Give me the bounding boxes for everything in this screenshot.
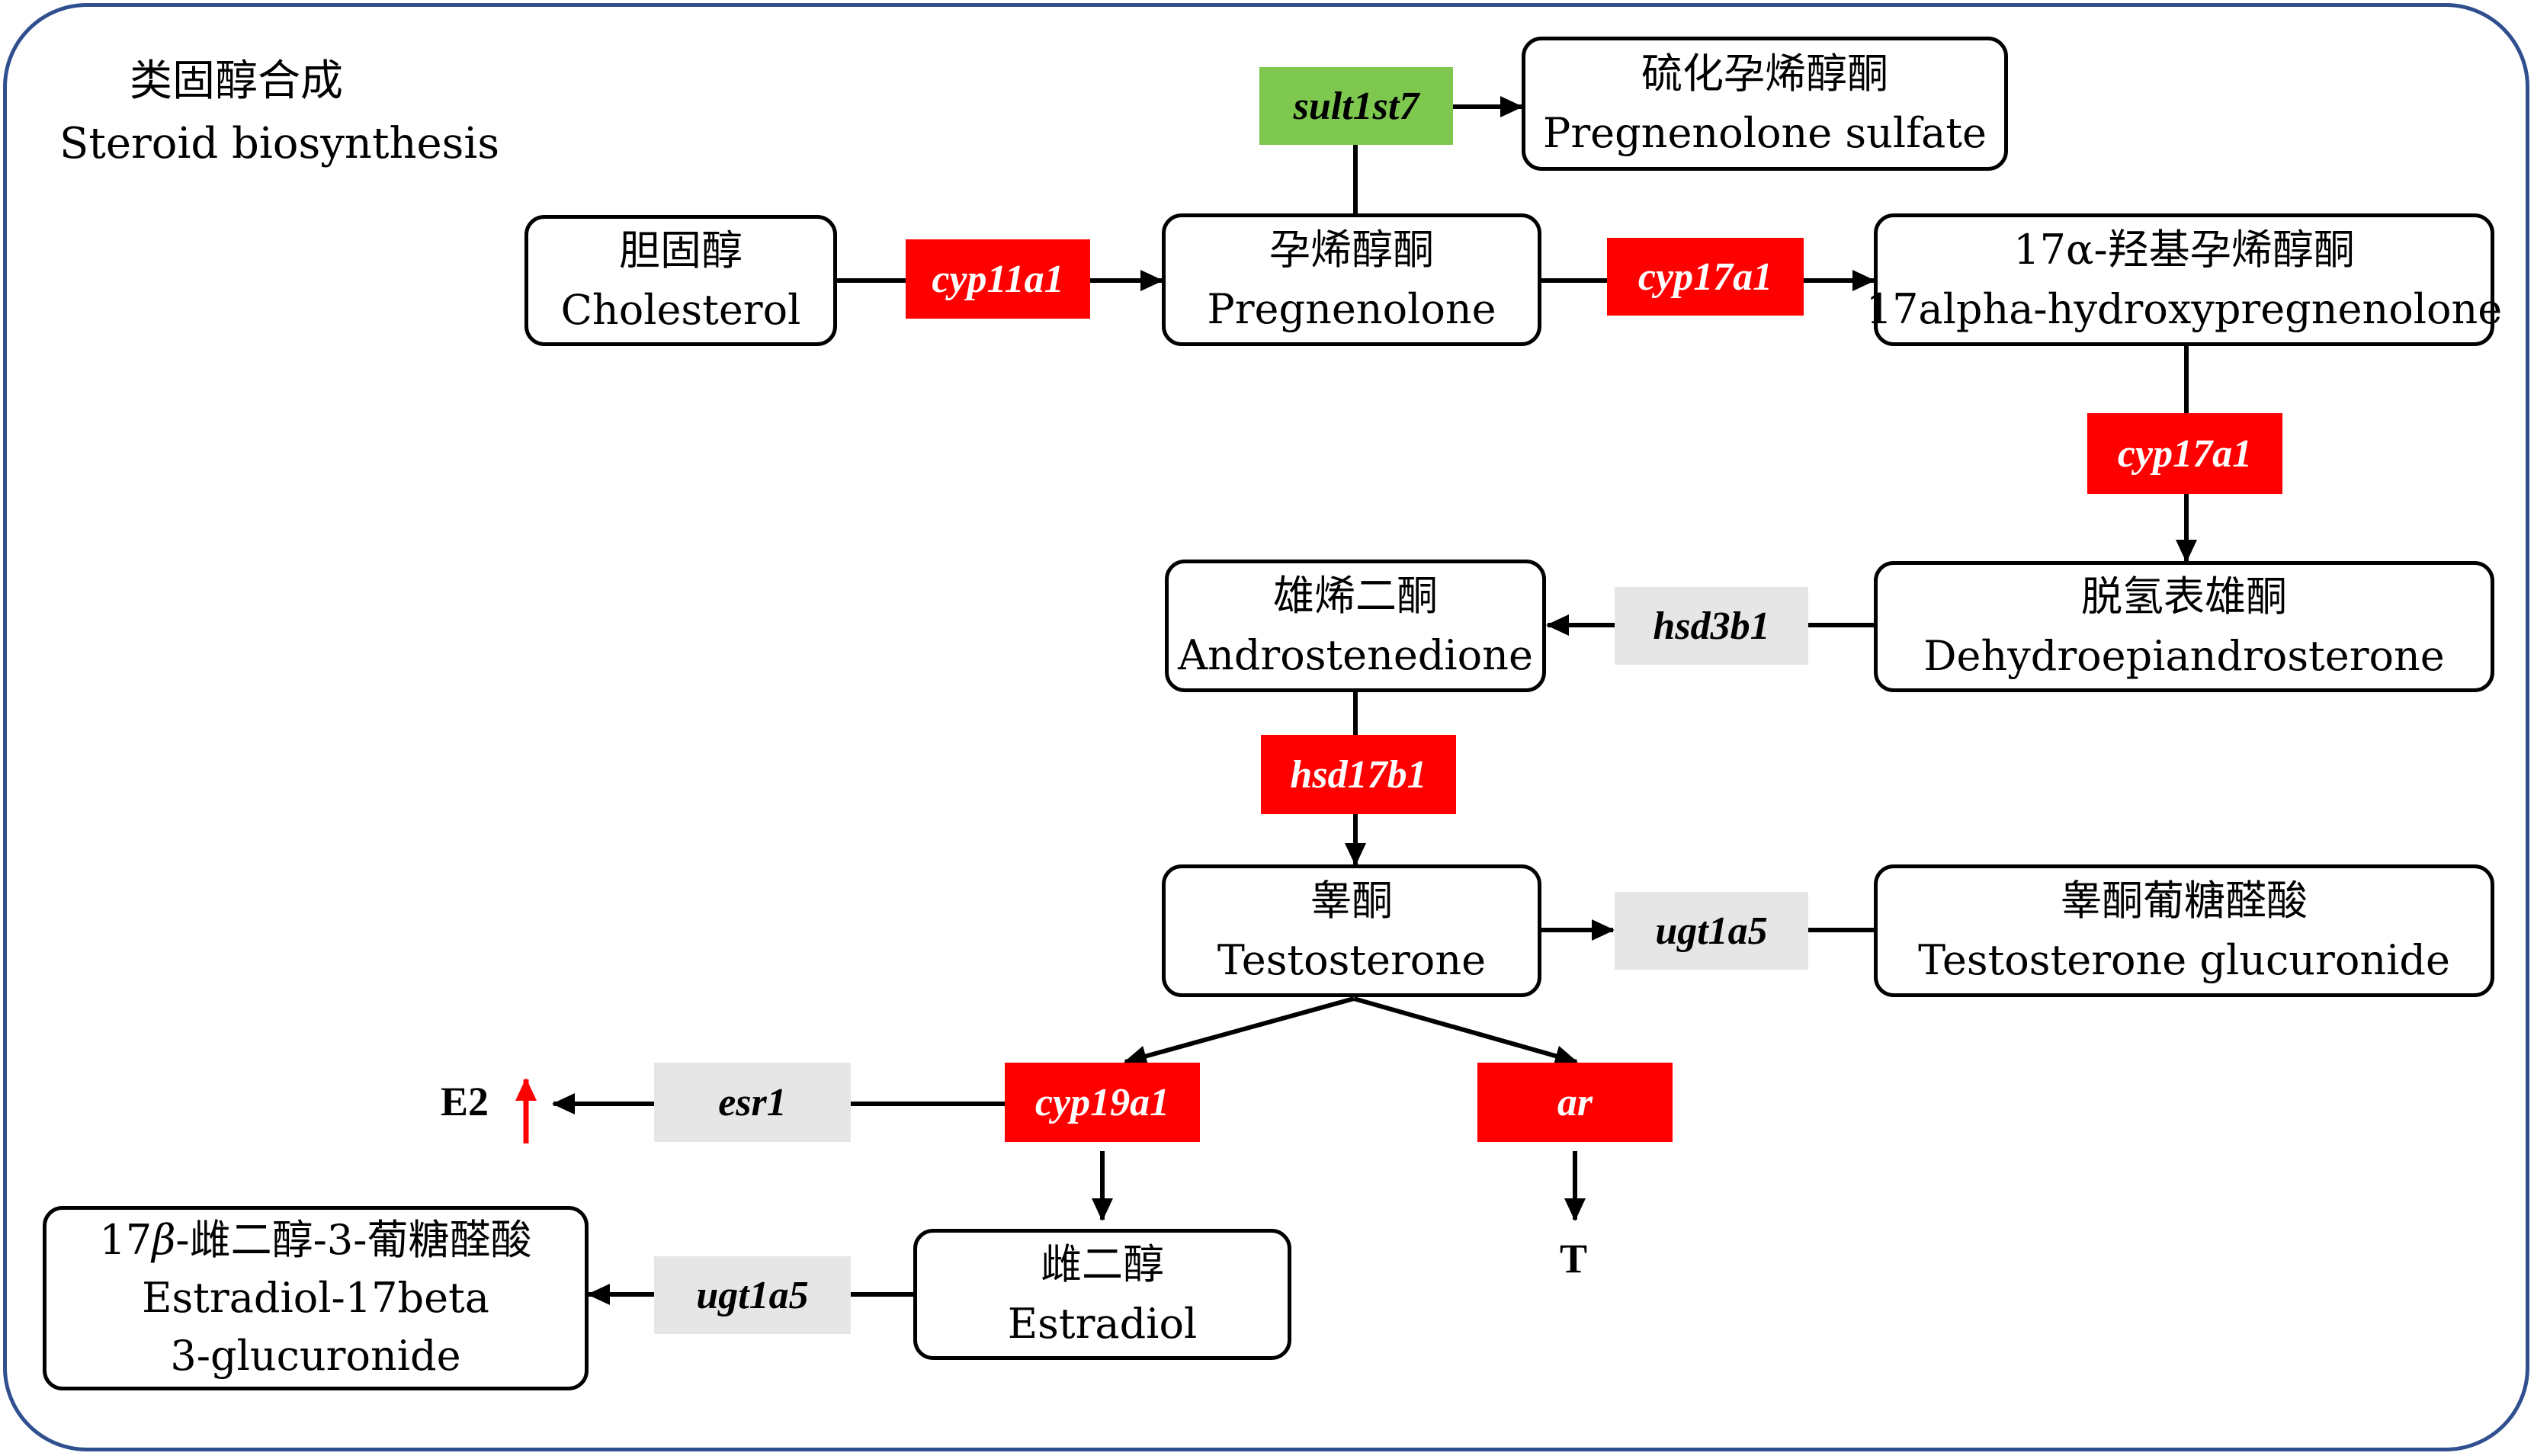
compound-cholesterol: 胆固醇 Cholesterol <box>524 215 837 346</box>
compound-label-en: 17alpha-hydroxypregnenolone <box>1865 285 2503 333</box>
compound-label-zh: 雄烯二酮 <box>1273 572 1438 620</box>
gene-cyp19a1: cyp19a1 <box>1005 1063 1200 1142</box>
compound-17alpha-hydroxypregnenolone: 17α-羟基孕烯醇酮 17alpha-hydroxypregnenolone <box>1866 213 2502 346</box>
compound-label-zh: 17β-雌二醇-3-葡糖醛酸 <box>99 1211 531 1269</box>
compound-estradiol: 雌二醇 Estradiol <box>913 1229 1291 1360</box>
compound-label-en: Androstenedione <box>1178 631 1533 679</box>
gene-ugt1a5: ugt1a5 <box>654 1256 851 1334</box>
compound-label-zh: 睾酮 <box>1310 877 1393 925</box>
compound-label-en: Dehydroepiandrosterone <box>1923 632 2445 680</box>
compound-pregnenolone-sulfate: 硫化孕烯醇酮 Pregnenolone sulfate <box>1522 37 2008 171</box>
compound-label-en: Cholesterol <box>560 286 801 334</box>
gene-ugt1a5: ugt1a5 <box>1615 892 1808 970</box>
compound-label-zh: 胆固醇 <box>619 226 743 274</box>
gene-hsd3b1: hsd3b1 <box>1615 587 1808 665</box>
compound-androstenedione: 雄烯二酮 Androstenedione <box>1165 560 1546 692</box>
compound-testosterone-glucuronide: 睾酮葡糖醛酸 Testosterone glucuronide <box>1874 864 2494 997</box>
compound-estradiol-17beta-3-glucuronide: 17β-雌二醇-3-葡糖醛酸 Estradiol-17beta 3-glucur… <box>43 1206 589 1390</box>
compound-dehydroepiandrosterone: 脱氢表雄酮 Dehydroepiandrosterone <box>1874 561 2494 692</box>
gene-cyp17a1: cyp17a1 <box>1607 238 1804 316</box>
diagram-frame <box>3 3 2529 1451</box>
compound-label-en-line2: 3-glucuronide <box>170 1332 461 1380</box>
compound-label-en: Testosterone <box>1217 936 1487 984</box>
compound-label-zh: 17α-羟基孕烯醇酮 <box>2013 226 2355 274</box>
title-zh: 类固醇合成 <box>130 56 343 106</box>
compound-label-zh: 睾酮葡糖醛酸 <box>2061 877 2308 925</box>
compound-testosterone: 睾酮 Testosterone <box>1162 864 1541 997</box>
compound-label-zh-beta: β <box>152 1216 176 1264</box>
compound-label-en-line1: Estradiol-17beta <box>142 1274 489 1322</box>
compound-label-en: Estradiol <box>1007 1300 1198 1348</box>
endpoint-e2: E2 <box>441 1079 489 1124</box>
gene-sult1st7: sult1st7 <box>1259 67 1453 145</box>
title-en: Steroid biosynthesis <box>59 119 500 168</box>
compound-pregnenolone: 孕烯醇酮 Pregnenolone <box>1162 213 1541 346</box>
gene-ar: ar <box>1477 1063 1673 1142</box>
endpoint-t: T <box>1560 1236 1588 1281</box>
compound-label-en: Pregnenolone <box>1207 285 1496 333</box>
gene-hsd17b1: hsd17b1 <box>1261 735 1456 814</box>
compound-label-en: Pregnenolone sulfate <box>1543 109 1987 157</box>
compound-label-en: Testosterone glucuronide <box>1918 936 2450 984</box>
gene-cyp11a1: cyp11a1 <box>906 239 1090 319</box>
arrow-testosterone-ar <box>1353 996 1578 1066</box>
arrow-testosterone-cyp19a1 <box>1124 996 1355 1067</box>
compound-label-zh: 硫化孕烯醇酮 <box>1641 50 1888 98</box>
gene-esr1: esr1 <box>654 1063 851 1142</box>
gene-cyp17a1: cyp17a1 <box>2087 413 2282 494</box>
compound-label-zh: 雌二醇 <box>1041 1240 1164 1288</box>
compound-label-zh-prefix: 17 <box>99 1216 152 1264</box>
compound-label-zh: 脱氢表雄酮 <box>2081 572 2287 621</box>
compound-label-zh: 孕烯醇酮 <box>1269 226 1434 274</box>
compound-label-zh-suffix: -雌二醇-3-葡糖醛酸 <box>175 1216 532 1264</box>
